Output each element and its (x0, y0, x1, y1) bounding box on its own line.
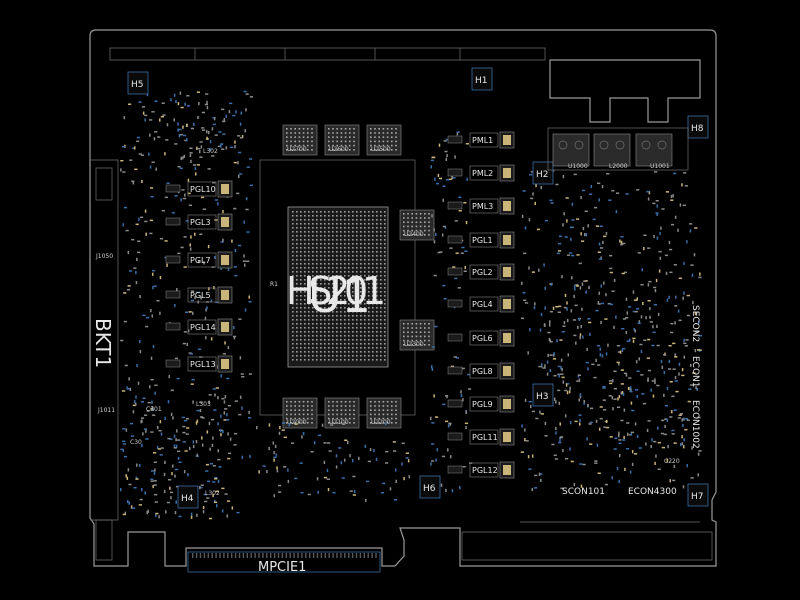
phase-pml2-label: PML2 (472, 169, 493, 178)
mounting-hole-h7: H7 (687, 483, 709, 507)
bottom-label-econ4300: ECON4300 (628, 487, 677, 497)
mounting-hole-label: H3 (536, 392, 549, 402)
phase-pgl3-label: PGL3 (190, 218, 211, 227)
memory-chip-bottom-1-label: U2000 (287, 419, 307, 426)
phase-pml3-label: PML3 (472, 202, 493, 211)
memory-chip-side-2: U2300 (399, 319, 435, 351)
mounting-hole-label: H8 (691, 124, 704, 134)
memory-chip-top-1: U2700 (282, 124, 318, 156)
phase-pgl8-label: PGL8 (472, 367, 493, 376)
phase-pgl3: PGL3 (165, 213, 233, 231)
memory-chip-top-2-label: U2600 (329, 146, 349, 153)
gpu-label: U1 (308, 269, 371, 323)
mounting-hole-h2: H2 (532, 161, 554, 185)
misc-label-l302: L302 (203, 148, 218, 155)
power-connector-block (547, 127, 689, 171)
phase-pgl11: PGL11 (447, 428, 515, 446)
phase-pgl12-label: PGL12 (472, 466, 498, 475)
phase-pml1-label: PML1 (472, 136, 493, 145)
connector-label: MPCIE1 (258, 560, 306, 575)
mounting-hole-h4: H4 (177, 485, 199, 509)
memory-chip-bottom-3-label: U2200 (371, 419, 391, 426)
phase-pgl12: PGL12 (447, 461, 515, 479)
phase-pgl5-label: PGL5 (190, 291, 211, 300)
phase-pgl6: PGL6 (447, 329, 515, 347)
phase-pml3: PML3 (447, 197, 515, 215)
phase-pgl10-label: PGL10 (190, 185, 216, 194)
phase-pgl9: PGL9 (447, 395, 515, 413)
phase-pgl9-label: PGL9 (472, 400, 493, 409)
vertical-label-secon2: SECON2 (690, 305, 700, 342)
heatsink-label: HS201 (286, 269, 386, 313)
misc-label-c220: C220 (664, 458, 680, 465)
misc-label-l303: L303 (196, 401, 211, 408)
mounting-hole-h8: H8 (687, 115, 709, 139)
memory-chip-side-1: U2400 (399, 209, 435, 241)
phase-pml1: PML1 (447, 131, 515, 149)
phase-pgl6-label: PGL6 (472, 334, 493, 343)
phase-pgl5: PGL5 (165, 286, 233, 304)
mounting-hole-label: H4 (181, 494, 194, 504)
phase-pgl2-label: PGL2 (472, 268, 493, 277)
misc-label-u1000: U1000 (568, 163, 588, 170)
phase-pgl14: PGL14 (165, 318, 233, 336)
phase-pgl10: PGL10 (165, 180, 233, 198)
misc-label-r1: R1 (270, 281, 278, 288)
mounting-hole-h5: H5 (127, 71, 149, 95)
memory-chip-top-3: U2500 (366, 124, 402, 156)
phase-pml2: PML2 (447, 164, 515, 182)
misc-label-c30: C30 (130, 439, 142, 446)
mounting-hole-h1: H1 (471, 67, 493, 91)
memory-chip-side-2-label: U2300 (404, 341, 424, 348)
memory-chip-top-1-label: U2700 (287, 146, 307, 153)
memory-chip-bottom-3: U2200 (366, 397, 402, 429)
memory-chip-bottom-1: U2000 (282, 397, 318, 429)
pcie-connector (187, 551, 381, 573)
phase-pgl13: PGL13 (165, 355, 233, 373)
misc-label-j1011: J1011 (97, 407, 115, 414)
phase-pgl8: PGL8 (447, 362, 515, 380)
memory-chip-bottom-2-label: U2100 (329, 419, 349, 426)
phase-pgl11-label: PGL11 (472, 433, 498, 442)
memory-chip-bottom-2: U2100 (324, 397, 360, 429)
memory-chip-side-1-label: U2400 (404, 231, 424, 238)
mounting-hole-label: H7 (691, 492, 704, 502)
phase-pgl7: PGL7 (165, 251, 233, 269)
misc-label-l2000: L2000 (609, 163, 628, 170)
phase-pgl13-label: PGL13 (190, 360, 216, 369)
bracket-label: BKT1 (91, 318, 115, 368)
board-outline (89, 29, 717, 567)
phase-pgl1-label: PGL1 (472, 236, 493, 245)
vertical-label-econ1002: ECON1002 (690, 400, 700, 449)
bottom-label-scon101: SCON101 (562, 487, 605, 497)
mounting-hole-label: H1 (475, 76, 488, 86)
mounting-hole-h3: H3 (532, 383, 554, 407)
phase-pgl2: PGL2 (447, 263, 515, 281)
mounting-hole-label: H2 (536, 170, 549, 180)
phase-pgl4: PGL4 (447, 295, 515, 313)
phase-pgl7-label: PGL7 (190, 256, 211, 265)
misc-label-c301: C301 (146, 406, 162, 413)
mounting-hole-label: H6 (423, 484, 436, 494)
misc-label-j1050: J1050 (95, 253, 113, 260)
memory-chip-top-3-label: U2500 (371, 146, 391, 153)
vertical-label-econ1: ECON1 (690, 356, 700, 388)
phase-pgl4-label: PGL4 (472, 300, 493, 309)
mounting-hole-label: H5 (131, 80, 144, 90)
misc-label-u1001: U1001 (650, 163, 670, 170)
mounting-hole-h6: H6 (419, 475, 441, 499)
memory-chip-top-2: U2600 (324, 124, 360, 156)
phase-pgl1: PGL1 (447, 231, 515, 249)
phase-pgl14-label: PGL14 (190, 323, 216, 332)
misc-label-l302b: L302 (205, 490, 220, 497)
